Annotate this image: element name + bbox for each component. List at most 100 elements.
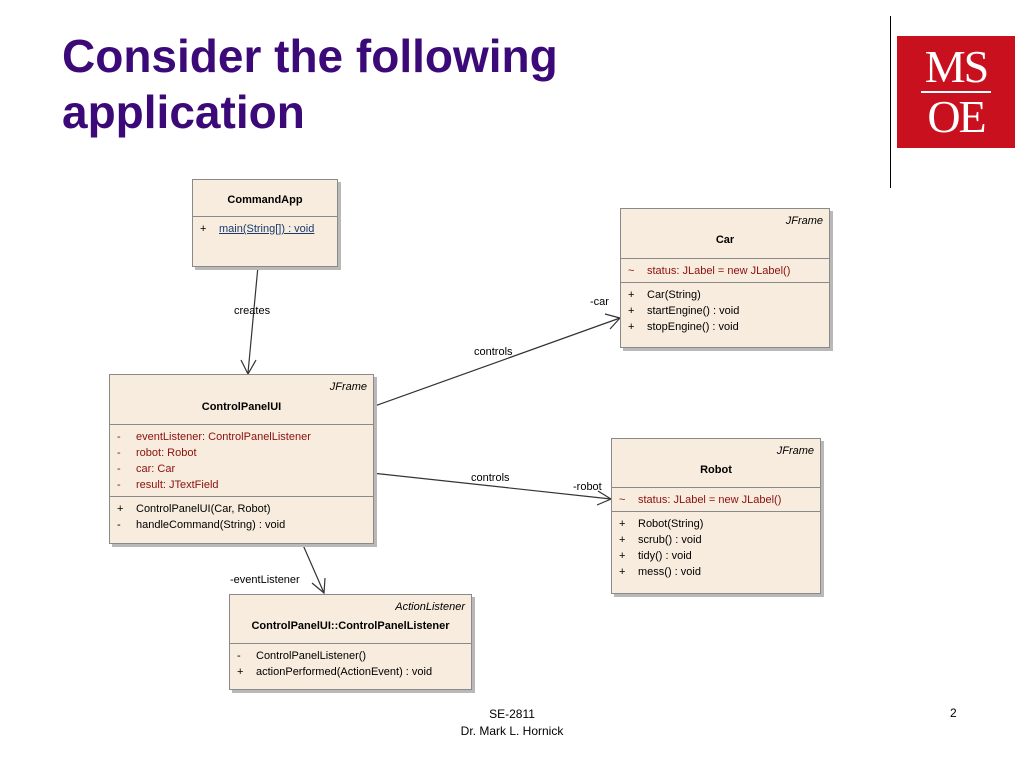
visibility-marker: - xyxy=(117,431,121,443)
label-listener-role: -eventListener xyxy=(230,574,300,586)
attributes-section: - eventListener: ControlPanelListener - … xyxy=(110,425,373,497)
class-header: JFrame ControlPanelUI xyxy=(110,375,373,425)
class-header: JFrame Robot xyxy=(612,439,820,488)
operation-text: actionPerformed(ActionEvent) : void xyxy=(256,666,433,678)
operation-row: + scrub() : void xyxy=(612,532,820,548)
edge-creates xyxy=(247,265,259,374)
visibility-marker: - xyxy=(237,650,241,662)
operations-section: - ControlPanelListener() + actionPerform… xyxy=(230,644,471,683)
class-name: Robot xyxy=(700,464,732,476)
visibility-marker: ~ xyxy=(619,494,626,506)
label-robot-role: -robot xyxy=(573,481,602,493)
class-header: ActionListener ControlPanelUI::ControlPa… xyxy=(230,595,471,644)
operation-row: + tidy() : void xyxy=(612,548,820,564)
edge-controls-car xyxy=(371,317,621,408)
visibility-marker: + xyxy=(619,566,626,578)
class-robot[interactable]: JFrame Robot ~ status: JLabel = new JLab… xyxy=(611,438,821,594)
operation-text: startEngine() : void xyxy=(647,305,740,317)
title-line-1: Consider the following xyxy=(62,30,558,82)
operation-row: + ControlPanelUI(Car, Robot) xyxy=(110,501,373,517)
page-number: 2 xyxy=(950,706,957,720)
class-stereotype: JFrame xyxy=(776,445,814,457)
operation-row: + main(String[]) : void xyxy=(193,221,337,237)
visibility-marker: + xyxy=(619,518,626,530)
title-line-2: application xyxy=(62,86,305,138)
operations-section: + main(String[]) : void xyxy=(193,217,337,240)
class-header: JFrame Car xyxy=(621,209,829,259)
visibility-marker: + xyxy=(117,503,124,515)
operation-text: Car(String) xyxy=(647,289,701,301)
attribute-row: - car: Car xyxy=(110,461,373,477)
visibility-marker: + xyxy=(619,550,626,562)
class-stereotype: JFrame xyxy=(329,381,367,393)
visibility-marker: ~ xyxy=(628,265,635,277)
visibility-marker: + xyxy=(237,666,244,678)
operations-section: + Robot(String) + scrub() : void + tidy(… xyxy=(612,512,820,583)
label-controls-car: controls xyxy=(474,346,513,358)
attribute-row: - result: JTextField xyxy=(110,477,373,493)
class-stereotype: ActionListener xyxy=(395,601,465,613)
class-name: ControlPanelUI::ControlPanelListener xyxy=(251,620,450,632)
visibility-marker: - xyxy=(117,519,121,531)
visibility-marker: + xyxy=(628,289,635,301)
operation-text: stopEngine() : void xyxy=(647,321,739,333)
operation-text: scrub() : void xyxy=(638,534,702,546)
visibility-marker: - xyxy=(117,447,121,459)
attribute-text: status: JLabel = new JLabel() xyxy=(638,494,782,506)
header-divider xyxy=(890,16,891,188)
visibility-marker: - xyxy=(117,463,121,475)
visibility-marker: + xyxy=(628,305,635,317)
operation-text: ControlPanelListener() xyxy=(256,650,367,662)
label-creates: creates xyxy=(234,305,271,317)
operation-row: + Car(String) xyxy=(621,287,829,303)
operation-text: tidy() : void xyxy=(638,550,692,562)
attribute-row: ~ status: JLabel = new JLabel() xyxy=(621,263,829,279)
class-car[interactable]: JFrame Car ~ status: JLabel = new JLabel… xyxy=(620,208,830,348)
visibility-marker: + xyxy=(619,534,626,546)
attributes-section: ~ status: JLabel = new JLabel() xyxy=(621,259,829,283)
label-controls-robot: controls xyxy=(471,472,510,484)
attribute-row: - robot: Robot xyxy=(110,445,373,461)
operation-row: + mess() : void xyxy=(612,564,820,580)
footer-author: Dr. Mark L. Hornick xyxy=(460,724,564,738)
operation-text: handleCommand(String) : void xyxy=(136,519,286,531)
operations-section: + Car(String) + startEngine() : void + s… xyxy=(621,283,829,338)
operation-text: Robot(String) xyxy=(638,518,704,530)
operation-row: + actionPerformed(ActionEvent) : void xyxy=(230,664,471,680)
label-car-role: -car xyxy=(590,296,609,308)
attribute-text: eventListener: ControlPanelListener xyxy=(136,431,311,443)
attribute-row: - eventListener: ControlPanelListener xyxy=(110,429,373,445)
class-controlpanelui[interactable]: JFrame ControlPanelUI - eventListener: C… xyxy=(109,374,374,544)
visibility-marker: - xyxy=(117,479,121,491)
class-header: CommandApp xyxy=(193,180,337,217)
attribute-row: ~ status: JLabel = new JLabel() xyxy=(612,492,820,508)
operation-text: main(String[]) : void xyxy=(219,223,315,235)
operation-row: - handleCommand(String) : void xyxy=(110,517,373,533)
attribute-text: status: JLabel = new JLabel() xyxy=(647,265,791,277)
attribute-text: result: JTextField xyxy=(136,479,219,491)
class-name: Car xyxy=(715,234,735,246)
operation-row: + startEngine() : void xyxy=(621,303,829,319)
edge-controls-robot xyxy=(371,472,612,500)
operation-row: - ControlPanelListener() xyxy=(230,648,471,664)
attribute-text: car: Car xyxy=(136,463,176,475)
slide-title: Consider the following application xyxy=(62,28,822,140)
slide-footer: SE-2811 Dr. Mark L. Hornick xyxy=(412,706,612,740)
visibility-marker: + xyxy=(628,321,635,333)
edge-event-listener xyxy=(302,544,325,594)
class-commandapp[interactable]: CommandApp + main(String[]) : void xyxy=(192,179,338,267)
attribute-text: robot: Robot xyxy=(136,447,197,459)
arrowhead-controls-car xyxy=(604,313,622,330)
operation-row: + Robot(String) xyxy=(612,516,820,532)
class-controlpanellistener[interactable]: ActionListener ControlPanelUI::ControlPa… xyxy=(229,594,472,690)
class-name: CommandApp xyxy=(227,194,303,206)
attributes-section: ~ status: JLabel = new JLabel() xyxy=(612,488,820,512)
operation-text: ControlPanelUI(Car, Robot) xyxy=(136,503,271,515)
class-stereotype: JFrame xyxy=(785,215,823,227)
footer-course: SE-2811 xyxy=(489,707,535,721)
visibility-marker: + xyxy=(200,223,207,235)
class-name: ControlPanelUI xyxy=(201,401,282,413)
arrowhead-event-listener xyxy=(311,577,326,595)
